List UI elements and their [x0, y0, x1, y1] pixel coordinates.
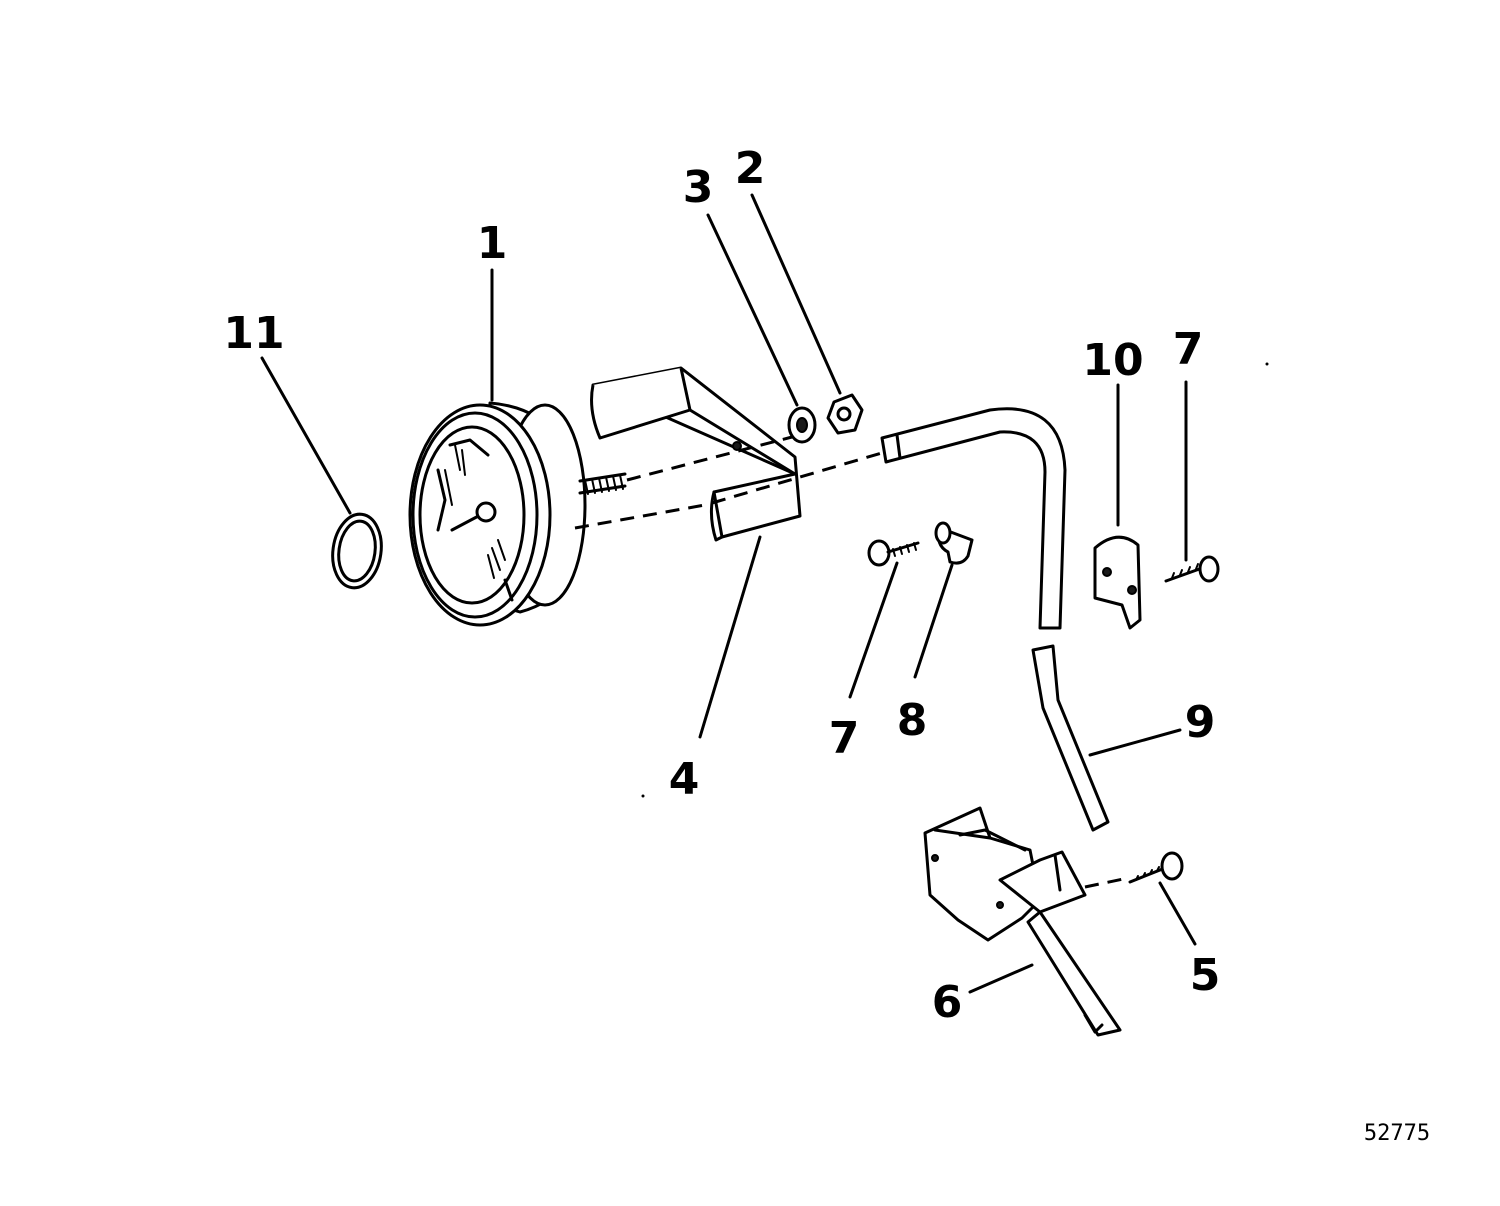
leader-8 [913, 563, 954, 679]
scan-speck [1265, 362, 1269, 366]
leader-2 [750, 193, 842, 395]
leader-7a [848, 561, 899, 699]
part-5-screw [1084, 851, 1184, 889]
callout-11: 11 [223, 308, 284, 359]
scan-speck [641, 794, 645, 798]
leader-3 [706, 213, 799, 407]
leader-lines [260, 193, 1197, 994]
part-1-gauge [408, 401, 627, 627]
part-11-o-ring [331, 512, 383, 590]
leader-6 [968, 963, 1034, 994]
part-4-bracket [590, 366, 802, 542]
part-10-clip [1093, 535, 1142, 630]
callout-4: 4 [669, 754, 700, 805]
callout-7-middle: 7 [829, 713, 860, 764]
callout-8: 8 [897, 695, 928, 746]
part-8-clip [934, 521, 974, 565]
part-2-nut [826, 393, 864, 435]
leader-11 [260, 356, 352, 515]
callout-10: 10 [1082, 335, 1143, 386]
part-9-hose [880, 407, 1110, 832]
callout-1: 1 [477, 218, 508, 269]
leader-5 [1158, 881, 1197, 946]
part-6-pickup [923, 806, 1122, 1037]
part-3-lockwasher [787, 406, 817, 444]
callout-7-right: 7 [1173, 324, 1204, 375]
callout-2: 2 [735, 143, 766, 194]
callout-labels: 1 2 3 4 5 6 7 7 8 9 10 11 [223, 143, 1220, 1028]
callout-6: 6 [932, 977, 963, 1028]
callout-9: 9 [1185, 697, 1216, 748]
leader-4 [698, 535, 762, 739]
assembly-lines [574, 435, 886, 530]
callout-3: 3 [683, 162, 714, 213]
leader-9 [1088, 728, 1182, 757]
figure-number: 52775 [1364, 1121, 1430, 1146]
callout-5: 5 [1190, 950, 1221, 1001]
part-7-screw-right [1164, 555, 1220, 583]
part-7-screw-middle [867, 539, 920, 567]
